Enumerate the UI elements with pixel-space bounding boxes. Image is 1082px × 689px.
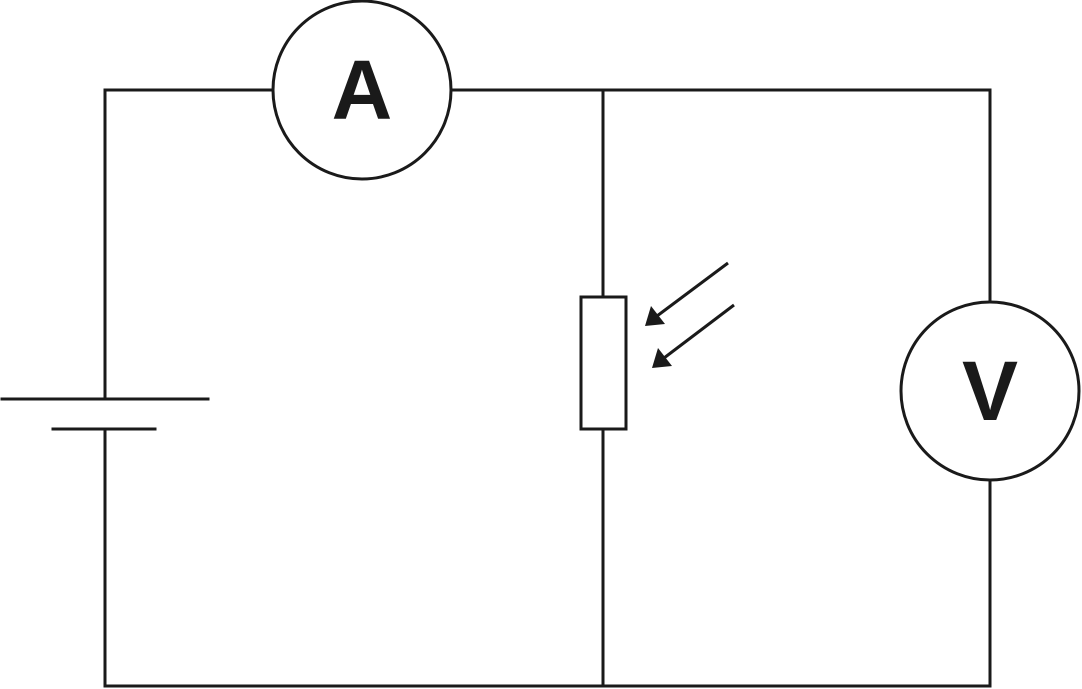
light-arrow-icon <box>645 261 729 326</box>
light-arrow-icon <box>652 303 735 368</box>
circuit-wires <box>103 88 992 688</box>
ammeter: A <box>271 0 453 181</box>
ammeter-ring <box>271 0 453 181</box>
ldr-body <box>579 295 628 431</box>
ammeter-symbol: A <box>332 43 393 137</box>
voltmeter-symbol: V <box>962 344 1018 438</box>
battery-cell <box>0 397 210 431</box>
voltmeter: V <box>899 300 1081 482</box>
voltmeter-ring <box>899 300 1081 482</box>
light-dependent-resistor <box>579 261 735 431</box>
